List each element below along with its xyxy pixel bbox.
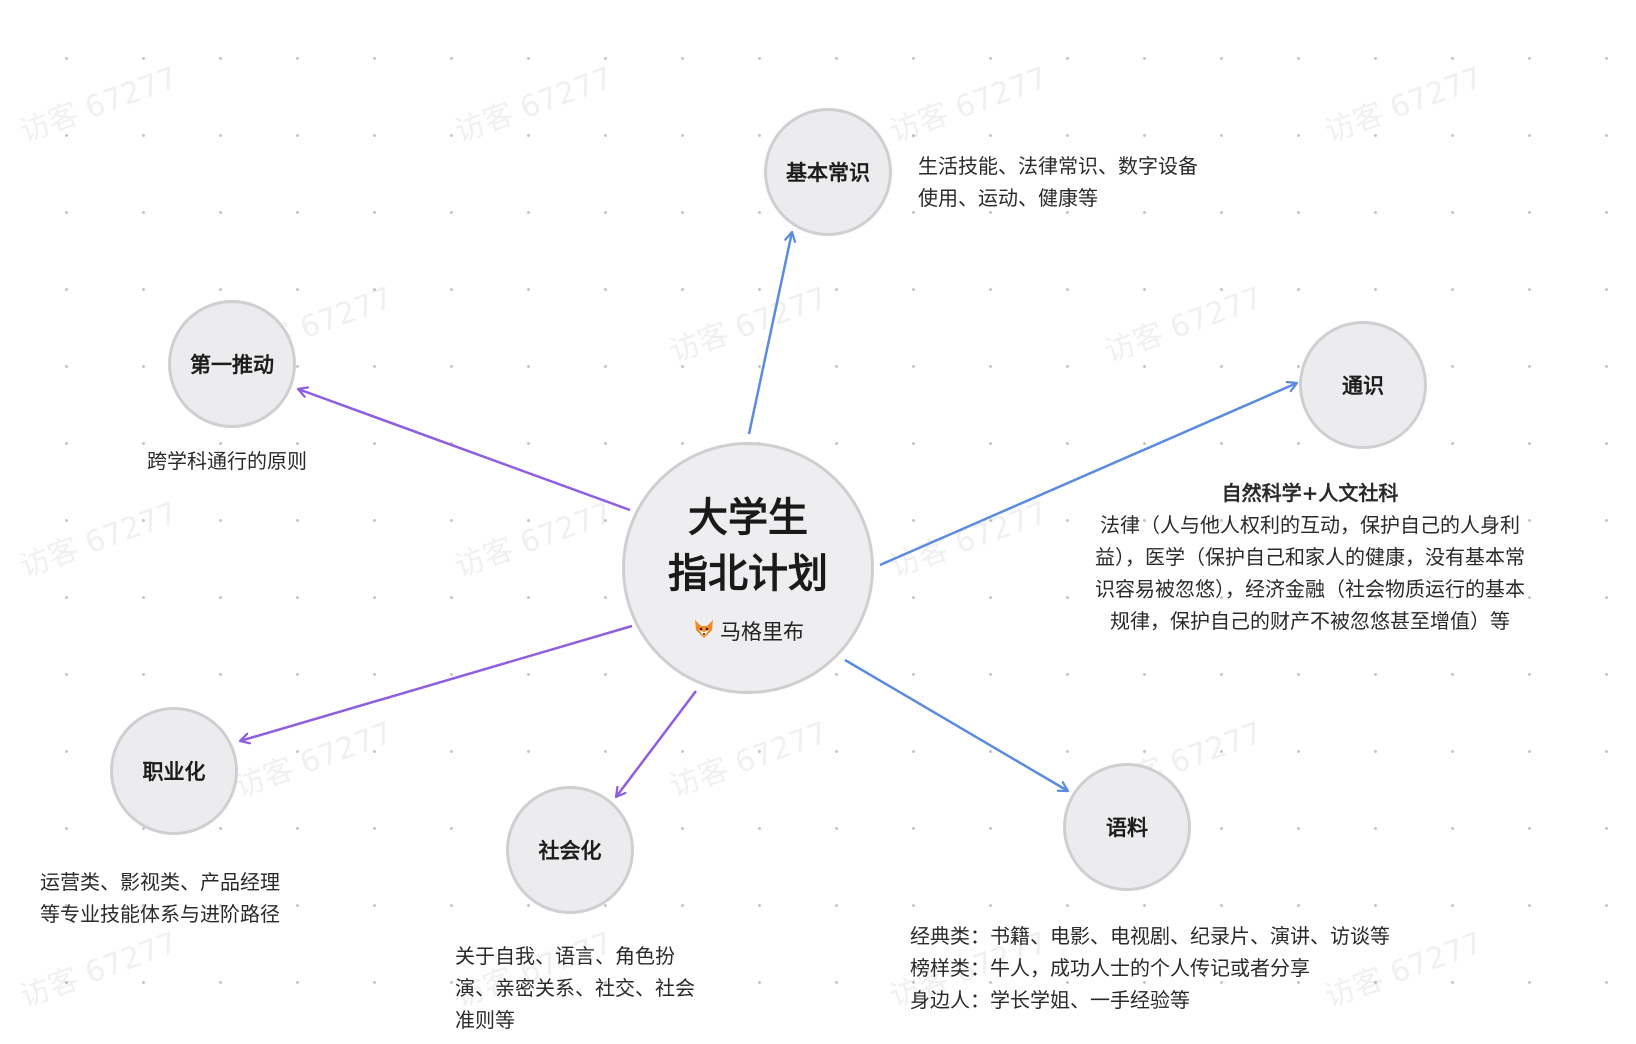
node-corpus[interactable]: 语料 xyxy=(1063,763,1191,891)
desc-heading: 自然科学+人文社科 xyxy=(1221,481,1399,505)
center-node[interactable]: 大学生 指北计划 马格里布 xyxy=(622,442,874,694)
node-basic-desc: 生活技能、法律常识、数字设备 使用、运动、健康等 xyxy=(918,150,1258,214)
desc-line: 关于自我、语言、角色扮 xyxy=(455,944,675,968)
node-career-desc: 运营类、影视类、产品经理 等专业技能体系与进阶路径 xyxy=(40,866,340,930)
desc-line: 榜样类：牛人，成功人士的个人传记或者分享 xyxy=(910,956,1310,980)
node-corpus-label: 语料 xyxy=(1106,816,1148,840)
arrow-to-basic xyxy=(747,232,792,435)
arrow-to-career xyxy=(240,624,633,741)
desc-line: 演、亲密关系、社交、社会 xyxy=(455,976,695,1000)
node-socialization[interactable]: 社会化 xyxy=(506,786,634,914)
desc-line: 运营类、影视类、产品经理 xyxy=(40,870,280,894)
desc-line: 法律（人与他人权利的互动，保护自己的人身利 xyxy=(1100,513,1520,537)
node-basic[interactable]: 基本常识 xyxy=(764,108,892,236)
node-first-push[interactable]: 第一推动 xyxy=(168,300,296,428)
desc-line: 识容易被忽悠），经济金融（社会物质运行的基本 xyxy=(1095,577,1525,601)
desc-line: 等专业技能体系与进阶路径 xyxy=(40,902,280,926)
arrow-to-corpus xyxy=(844,658,1068,791)
arrow-to-general xyxy=(879,383,1297,567)
node-basic-label: 基本常识 xyxy=(786,161,870,185)
node-social-label: 社会化 xyxy=(538,839,602,863)
node-social-desc: 关于自我、语言、角色扮 演、亲密关系、社交、社会 准则等 xyxy=(455,940,755,1036)
desc-line: 身边人：学长学姐、一手经验等 xyxy=(910,988,1190,1012)
node-general-desc: 自然科学+人文社科 法律（人与他人权利的互动，保护自己的人身利 益），医学（保护… xyxy=(1040,477,1580,637)
center-title-line1: 大学生 xyxy=(688,495,808,541)
desc-line: 益），医学（保护自己和家人的健康，没有基本常 xyxy=(1095,545,1525,569)
arrow-to-social xyxy=(616,690,697,797)
node-corpus-desc: 经典类：书籍、电影、电视剧、纪录片、演讲、访谈等 榜样类：牛人，成功人士的个人传… xyxy=(910,920,1570,1016)
fox-icon xyxy=(692,617,716,646)
author-line: 马格里布 xyxy=(692,616,804,646)
arrow-to-first xyxy=(298,389,631,512)
node-career[interactable]: 职业化 xyxy=(110,707,238,835)
desc-line: 使用、运动、健康等 xyxy=(918,186,1098,210)
center-title-line2: 指北计划 xyxy=(668,551,828,597)
node-career-label: 职业化 xyxy=(142,760,206,784)
author-name: 马格里布 xyxy=(720,620,804,644)
node-general-education[interactable]: 通识 xyxy=(1299,321,1427,449)
desc-line: 经典类：书籍、电影、电视剧、纪录片、演讲、访谈等 xyxy=(910,924,1390,948)
node-first-push-desc: 跨学科通行的原则 xyxy=(147,449,307,473)
node-first-push-label: 第一推动 xyxy=(190,353,274,377)
desc-line: 规律，保护自己的财产不被忽悠甚至增值）等 xyxy=(1110,609,1510,633)
desc-line: 生活技能、法律常识、数字设备 xyxy=(918,154,1198,178)
desc-line: 准则等 xyxy=(455,1008,515,1032)
node-general-label: 通识 xyxy=(1342,374,1384,398)
